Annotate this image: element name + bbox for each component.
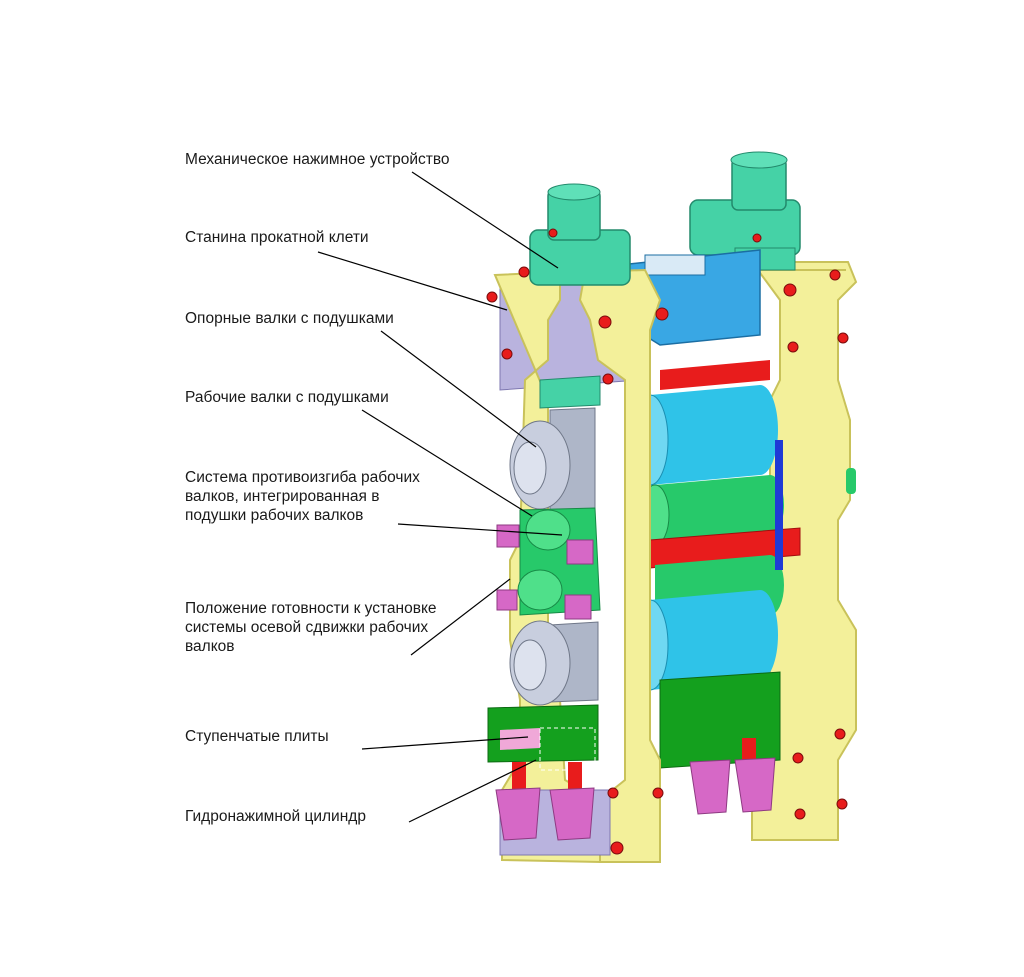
- front-screwdown: [529, 183, 631, 286]
- label-mechanical-screwdown: Механическое нажимное устройство: [185, 151, 450, 168]
- label-anti-bending-line-3: подушки рабочих валков: [185, 507, 364, 524]
- label-axial-shift-line-3: валков: [185, 638, 235, 655]
- label-hydraulic-cylinder: Гидронажимной цилиндр: [185, 808, 366, 825]
- work-roll-chocks: [496, 507, 601, 620]
- leader-screwdown: [411, 171, 559, 269]
- leader-anti-bending: [397, 523, 563, 536]
- lower-backup-chock: [509, 620, 599, 706]
- upper-chock-top: [539, 375, 601, 409]
- leader-hydraulic-cylinder: [408, 759, 537, 823]
- leader-step-plates: [361, 736, 529, 750]
- leader-backup-rolls: [380, 330, 537, 448]
- label-axial-shift-readiness: Положение готовности к установке системы…: [185, 599, 437, 656]
- bottom-block: [659, 671, 781, 769]
- label-step-plates: Ступенчатые плиты: [185, 728, 329, 745]
- bolts: [486, 228, 849, 855]
- leader-axial-shift: [410, 578, 511, 656]
- label-axial-shift-line-1: Положение готовности к установке: [185, 600, 437, 617]
- rolls: [631, 360, 801, 691]
- step-plates-part: [487, 704, 599, 771]
- label-anti-bending-line-1: Система противоизгиба рабочих: [185, 469, 420, 486]
- leader-work-rolls: [361, 409, 533, 517]
- label-backup-rolls: Опорные валки с подушками: [185, 310, 394, 327]
- side-tab: [846, 468, 856, 494]
- leader-lines: [317, 171, 563, 823]
- label-mill-stand-housing: Станина прокатной клети: [185, 229, 369, 246]
- label-anti-bending-line-2: валков, интегрированная в: [185, 488, 380, 505]
- leader-housing: [317, 251, 508, 311]
- label-anti-bending-system: Система противоизгиба рабочих валков, ин…: [185, 468, 420, 525]
- rear-cylinders: [689, 738, 776, 815]
- label-axial-shift-line-2: системы осевой сдвижки рабочих: [185, 619, 429, 636]
- label-work-rolls: Рабочие валки с подушками: [185, 389, 389, 406]
